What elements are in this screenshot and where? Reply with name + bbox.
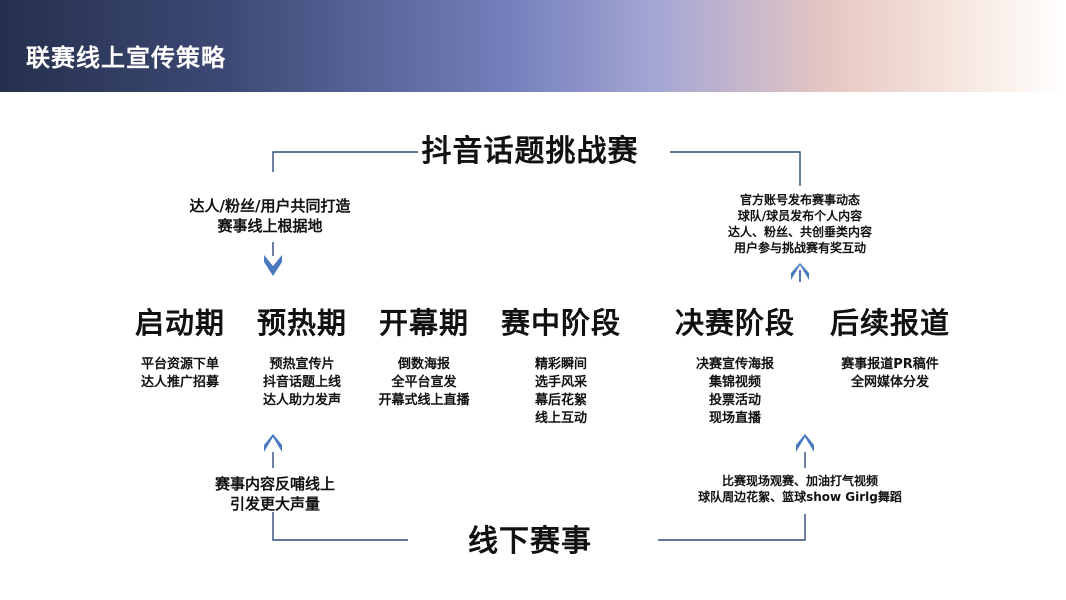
- stage-title: 决赛阶段: [674, 306, 795, 340]
- note-top-right: 官方账号发布赛事动态 球队/球员发布个人内容 达人、粉丝、共创垂类内容 用户参与…: [680, 192, 920, 256]
- stage-item: 现场直播: [708, 411, 761, 426]
- arrow-up-icon: [796, 434, 814, 452]
- hub-top: 抖音话题挑战赛: [421, 134, 639, 169]
- stage-items: 精彩瞬间 选手风采 幕后花絮 线上互动: [494, 356, 628, 428]
- arrow-up-icon: [791, 263, 809, 280]
- note-bottom-right: 比赛现场观赛、加油打气视频 球队周边花絮、篮球show Girlg舞蹈: [650, 473, 950, 505]
- stage-item: 全平台宣发: [391, 375, 457, 390]
- connector-top-left: [272, 151, 418, 172]
- stage-item: 线上互动: [534, 411, 587, 426]
- stage-opening: 开幕期 倒数海报 全平台宣发 开幕式线上直播: [362, 300, 486, 410]
- stage-follow-up: 后续报道 赛事报道PR稿件 全网媒体分发: [820, 300, 960, 392]
- stage-item: 决赛宣传海报: [695, 357, 774, 372]
- stage-item: 选手风采: [534, 375, 587, 390]
- stage-item: 全网媒体分发: [850, 375, 929, 390]
- stage-launch: 启动期 平台资源下单 达人推广招募: [120, 300, 240, 392]
- stage-item: 精彩瞬间: [534, 357, 587, 372]
- stage-item: 达人助力发声: [262, 393, 341, 408]
- note-line: 达人/粉丝/用户共同打造: [189, 197, 351, 215]
- stage-mid-season: 赛中阶段 精彩瞬间 选手风采 幕后花絮 线上互动: [494, 300, 628, 428]
- connector-bottom-left: [272, 512, 408, 541]
- stage-item: 抖音话题上线: [262, 375, 341, 390]
- stage-title: 预热期: [256, 306, 347, 340]
- stage-item: 平台资源下单: [140, 357, 219, 372]
- stage-items: 决赛宣传海报 集锦视频 投票活动 现场直播: [668, 356, 802, 428]
- note-line: 赛事线上根据地: [217, 217, 323, 235]
- stage-item: 集锦视频: [708, 375, 761, 390]
- stage-items: 平台资源下单 达人推广招募: [120, 356, 240, 392]
- page-title: 联赛线上宣传策略: [26, 44, 226, 72]
- stage-items: 倒数海报 全平台宣发 开幕式线上直播: [362, 356, 486, 410]
- arrow-down-icon: [264, 255, 282, 276]
- header-band: [0, 0, 1066, 92]
- stage-item: 达人推广招募: [140, 375, 219, 390]
- connector-bottom-right: [658, 514, 806, 541]
- stage-item: 开幕式线上直播: [378, 393, 470, 408]
- stage-title: 启动期: [134, 306, 225, 340]
- note-top-left: 达人/粉丝/用户共同打造 赛事线上根据地: [140, 196, 400, 236]
- note-line: 用户参与挑战赛有奖互动: [733, 241, 866, 255]
- stage-item: 投票活动: [708, 393, 761, 408]
- note-bottom-left: 赛事内容反哺线上 引发更大声量: [170, 474, 380, 514]
- stage-item: 倒数海报: [397, 357, 450, 372]
- note-line: 赛事内容反哺线上: [214, 475, 335, 493]
- note-line: 引发更大声量: [229, 495, 320, 513]
- note-line: 球队/球员发布个人内容: [737, 209, 863, 223]
- stage-item: 赛事报道PR稿件: [841, 357, 939, 372]
- stage-item: 预热宣传片: [269, 357, 335, 372]
- hub-bottom: 线下赛事: [468, 524, 592, 559]
- note-line: 达人、粉丝、共创垂类内容: [727, 225, 872, 239]
- stage-finals: 决赛阶段 决赛宣传海报 集锦视频 投票活动 现场直播: [668, 300, 802, 428]
- connector-top-right: [670, 151, 801, 186]
- note-line: 官方账号发布赛事动态: [739, 193, 860, 207]
- stage-title: 开幕期: [378, 306, 469, 340]
- note-line: 比赛现场观赛、加油打气视频: [721, 474, 878, 488]
- note-line: 球队周边花絮、篮球show Girlg舞蹈: [698, 490, 902, 504]
- stage-items: 赛事报道PR稿件 全网媒体分发: [820, 356, 960, 392]
- stage-title: 赛中阶段: [500, 306, 621, 340]
- arrow-up-icon: [264, 434, 282, 452]
- stage-items: 预热宣传片 抖音话题上线 达人助力发声: [242, 356, 362, 410]
- stage-title: 后续报道: [829, 306, 950, 340]
- stage-warmup: 预热期 预热宣传片 抖音话题上线 达人助力发声: [242, 300, 362, 410]
- stage-item: 幕后花絮: [534, 393, 587, 408]
